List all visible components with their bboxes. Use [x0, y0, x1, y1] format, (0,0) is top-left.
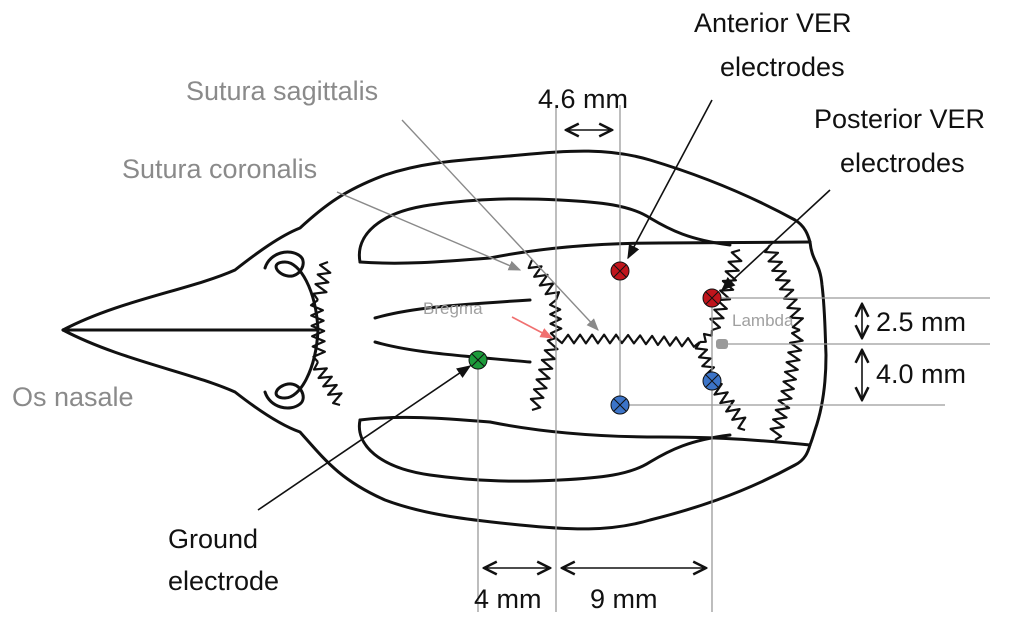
- dimension-arrows: [484, 130, 862, 568]
- pointer-lines: [258, 100, 830, 510]
- sagittal-suture: [556, 335, 700, 347]
- label-sutura-coronalis: Sutura coronalis: [122, 154, 317, 184]
- electrode-anterior-left: [611, 262, 629, 280]
- label-ground-line2: electrode: [168, 566, 279, 596]
- coronal-suture-lower: [531, 338, 558, 410]
- lambda-connector: [700, 330, 712, 342]
- label-ground-line1: Ground: [168, 524, 258, 554]
- label-anterior-ver-line2: electrodes: [720, 52, 845, 82]
- label-posterior-ver-line2: electrodes: [840, 148, 965, 178]
- measure-right-lower: 4.0 mm: [876, 359, 966, 389]
- label-lambda: Lambda: [732, 311, 794, 330]
- electrode-reference-left: [611, 396, 629, 414]
- label-anterior-ver-line1: Anterior VER: [694, 8, 852, 38]
- electrode-anterior-right: [703, 289, 721, 307]
- electrode-ground: [469, 351, 487, 369]
- lambda-marker: [716, 339, 728, 349]
- measure-bottom-left: 4 mm: [474, 584, 542, 614]
- occipital-suture-lower: [771, 330, 803, 440]
- label-bregma: Bregma: [423, 299, 483, 318]
- measure-right-upper: 2.5 mm: [876, 307, 966, 337]
- frontonasal-suture-upper: [314, 262, 331, 300]
- frontonasal-suture-lower: [314, 362, 342, 405]
- measure-bottom-right: 9 mm: [590, 584, 658, 614]
- label-sutura-sagittalis: Sutura sagittalis: [186, 76, 378, 106]
- electrode-reference-right: [703, 372, 721, 390]
- label-os-nasale: Os nasale: [12, 382, 134, 412]
- label-posterior-ver-line1: Posterior VER: [814, 104, 985, 134]
- sutures: [311, 245, 803, 440]
- measure-top: 4.6 mm: [538, 84, 628, 114]
- coronal-suture-upper: [529, 260, 559, 300]
